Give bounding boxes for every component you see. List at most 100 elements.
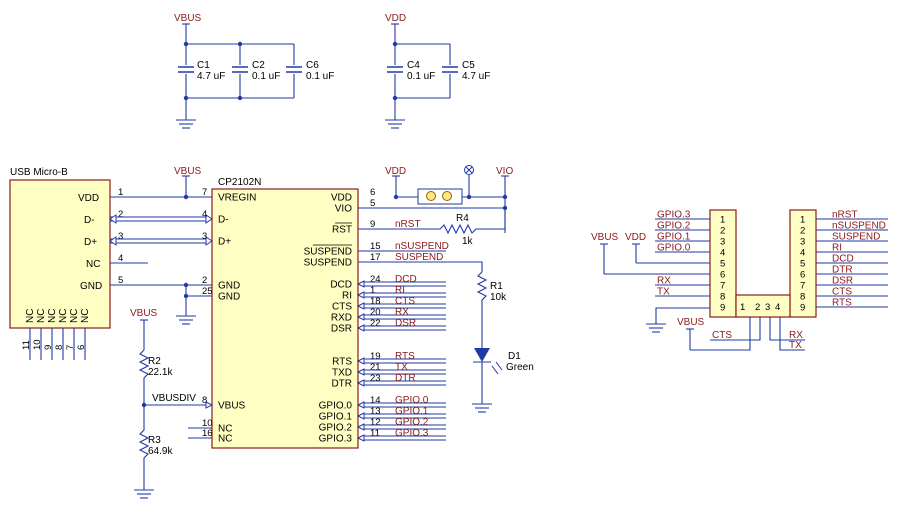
header-right-net: DSR	[832, 276, 853, 287]
cp2102n-chip: CP2102N VREGIN7D-4D+3GND2GND25VBUS8NC10N…	[202, 177, 449, 449]
svg-text:0.1 uF: 0.1 uF	[407, 71, 435, 82]
svg-text:4: 4	[118, 253, 123, 264]
svg-text:VBUSDIV: VBUSDIV	[152, 393, 196, 404]
chip-net-label: CTS	[395, 296, 415, 307]
chip-left-pin-num: 4	[202, 209, 207, 220]
chip-right-pin-name: VIO	[335, 204, 352, 215]
chip-net-label: DTR	[395, 373, 416, 384]
header-left-net: GPIO.0	[657, 243, 691, 254]
header-left-num: 9	[720, 303, 725, 314]
usb-nc-num: 11	[21, 340, 32, 350]
svg-text:C6: C6	[306, 60, 319, 71]
svg-text:VBUS: VBUS	[677, 317, 705, 328]
svg-text:VDD: VDD	[385, 166, 406, 177]
header-left-num: 5	[720, 259, 725, 270]
vdd-rail-label: VDD	[385, 13, 406, 24]
chip-net-label: TX	[395, 362, 408, 373]
header-right-num: 4	[800, 248, 805, 259]
header-right-num: 5	[800, 259, 805, 270]
chip-title: CP2102N	[218, 177, 261, 188]
chip-right-pin-num: 9	[370, 219, 375, 230]
chip-right-pin-name: GPIO.1	[319, 412, 353, 423]
svg-text:1: 1	[118, 187, 123, 198]
header-right-net: DCD	[832, 254, 854, 265]
chip-net-label: GPIO.2	[395, 417, 429, 428]
chip-left-pin-name: VREGIN	[218, 193, 256, 204]
chip-right-pin-num: 1	[370, 285, 375, 296]
chip-right-pin-name: SUSPEND	[304, 258, 352, 269]
header-bottom-num: 1	[740, 302, 745, 313]
chip-left-pin-num: 16	[202, 428, 213, 439]
header-left-num: 7	[720, 281, 725, 292]
svg-text:10k: 10k	[490, 292, 507, 303]
chip-right-pin-name: DSR	[331, 324, 352, 335]
chip-left-pin-num: 8	[202, 395, 207, 406]
chip-left-pin-name: D-	[218, 215, 229, 226]
header-left-net: RX	[657, 276, 671, 287]
chip-right-pin-name: CTS	[332, 302, 352, 313]
chip-right-pin-num: 11	[370, 428, 380, 439]
cap-c5: C5 4.7 uF	[441, 60, 490, 82]
header-right-num: 1	[800, 215, 805, 226]
chip-left-pin-num: 7	[202, 187, 207, 198]
usb-nc-num: 6	[76, 345, 87, 350]
svg-text:VBUS: VBUS	[591, 232, 619, 243]
chip-right-pin-name: RTS	[332, 357, 352, 368]
chip-right-pin-num: 13	[370, 406, 381, 417]
header-right-net: RI	[832, 243, 842, 254]
usb-nc-label: NC	[69, 309, 80, 323]
svg-text:2: 2	[118, 209, 123, 220]
cap-c1: C1 4.7 uF	[177, 60, 225, 82]
chip-net-label: GPIO.0	[395, 395, 429, 406]
chip-right-pin-name: DCD	[330, 280, 352, 291]
chip-right-pin-num: 23	[370, 373, 381, 384]
svg-text:4.7 uF: 4.7 uF	[462, 71, 490, 82]
chip-right-pin-num: 5	[370, 198, 375, 209]
header-right-num: 9	[800, 303, 805, 314]
chip-net-label: DSR	[395, 318, 416, 329]
usb-nc-num: 7	[65, 345, 76, 350]
chip-right-pin-num: 6	[370, 187, 375, 198]
chip-right-pin-name: RI	[342, 291, 352, 302]
header-right-num: 2	[800, 226, 805, 237]
header-bottom-num: 3	[765, 302, 770, 313]
header-right-num: 7	[800, 281, 805, 292]
svg-text:0.1 uF: 0.1 uF	[252, 71, 280, 82]
chip-right-pin-name: SUSPEND	[304, 247, 352, 258]
chip-right-pin-num: 22	[370, 318, 381, 329]
svg-text:VIO: VIO	[496, 166, 513, 177]
svg-text:RX: RX	[789, 330, 803, 341]
svg-text:VDD: VDD	[78, 193, 99, 204]
chip-left-pin-name: D+	[218, 237, 231, 248]
chip-right-pin-num: 19	[370, 351, 381, 362]
header-right-net: nRST	[832, 210, 858, 221]
chip-left-pin-name: NC	[218, 424, 232, 435]
chip-right-pin-num: 18	[370, 296, 381, 307]
usb-connector: USB Micro-B VDD D- D+ NC GND 1 2 3 4 5 N…	[9, 167, 123, 360]
chip-net-label: RTS	[395, 351, 415, 362]
header-left-net: GPIO.3	[657, 210, 691, 221]
usb-nc-label: NC	[58, 309, 69, 323]
svg-text:C4: C4	[407, 60, 420, 71]
header-left-net: GPIO.1	[657, 232, 691, 243]
chip-right-pin-name: GPIO.2	[319, 423, 353, 434]
svg-text:VDD: VDD	[625, 232, 646, 243]
header-right-net: CTS	[832, 287, 852, 298]
chip-right-pin-num: 24	[370, 274, 381, 285]
header-right-num: 3	[800, 237, 805, 248]
chip-right-pin-name: RST	[332, 225, 352, 236]
chip-left-pin-name: NC	[218, 434, 232, 445]
r4-resistor: R4 1k	[358, 208, 506, 247]
usb-nc-label: NC	[47, 309, 58, 323]
chip-right-pin-num: 15	[370, 241, 381, 252]
chip-right-pin-name: DTR	[331, 379, 352, 390]
chip-right-pin-name: VDD	[331, 193, 352, 204]
chip-right-pin-num: 14	[370, 395, 381, 406]
svg-text:Green: Green	[506, 362, 534, 373]
vdd-cap-bank: VDD C4 0.1 uF C5 4.7 uF	[385, 13, 490, 129]
vbus-rail-label: VBUS	[174, 13, 202, 24]
header-right-num: 8	[800, 292, 805, 303]
